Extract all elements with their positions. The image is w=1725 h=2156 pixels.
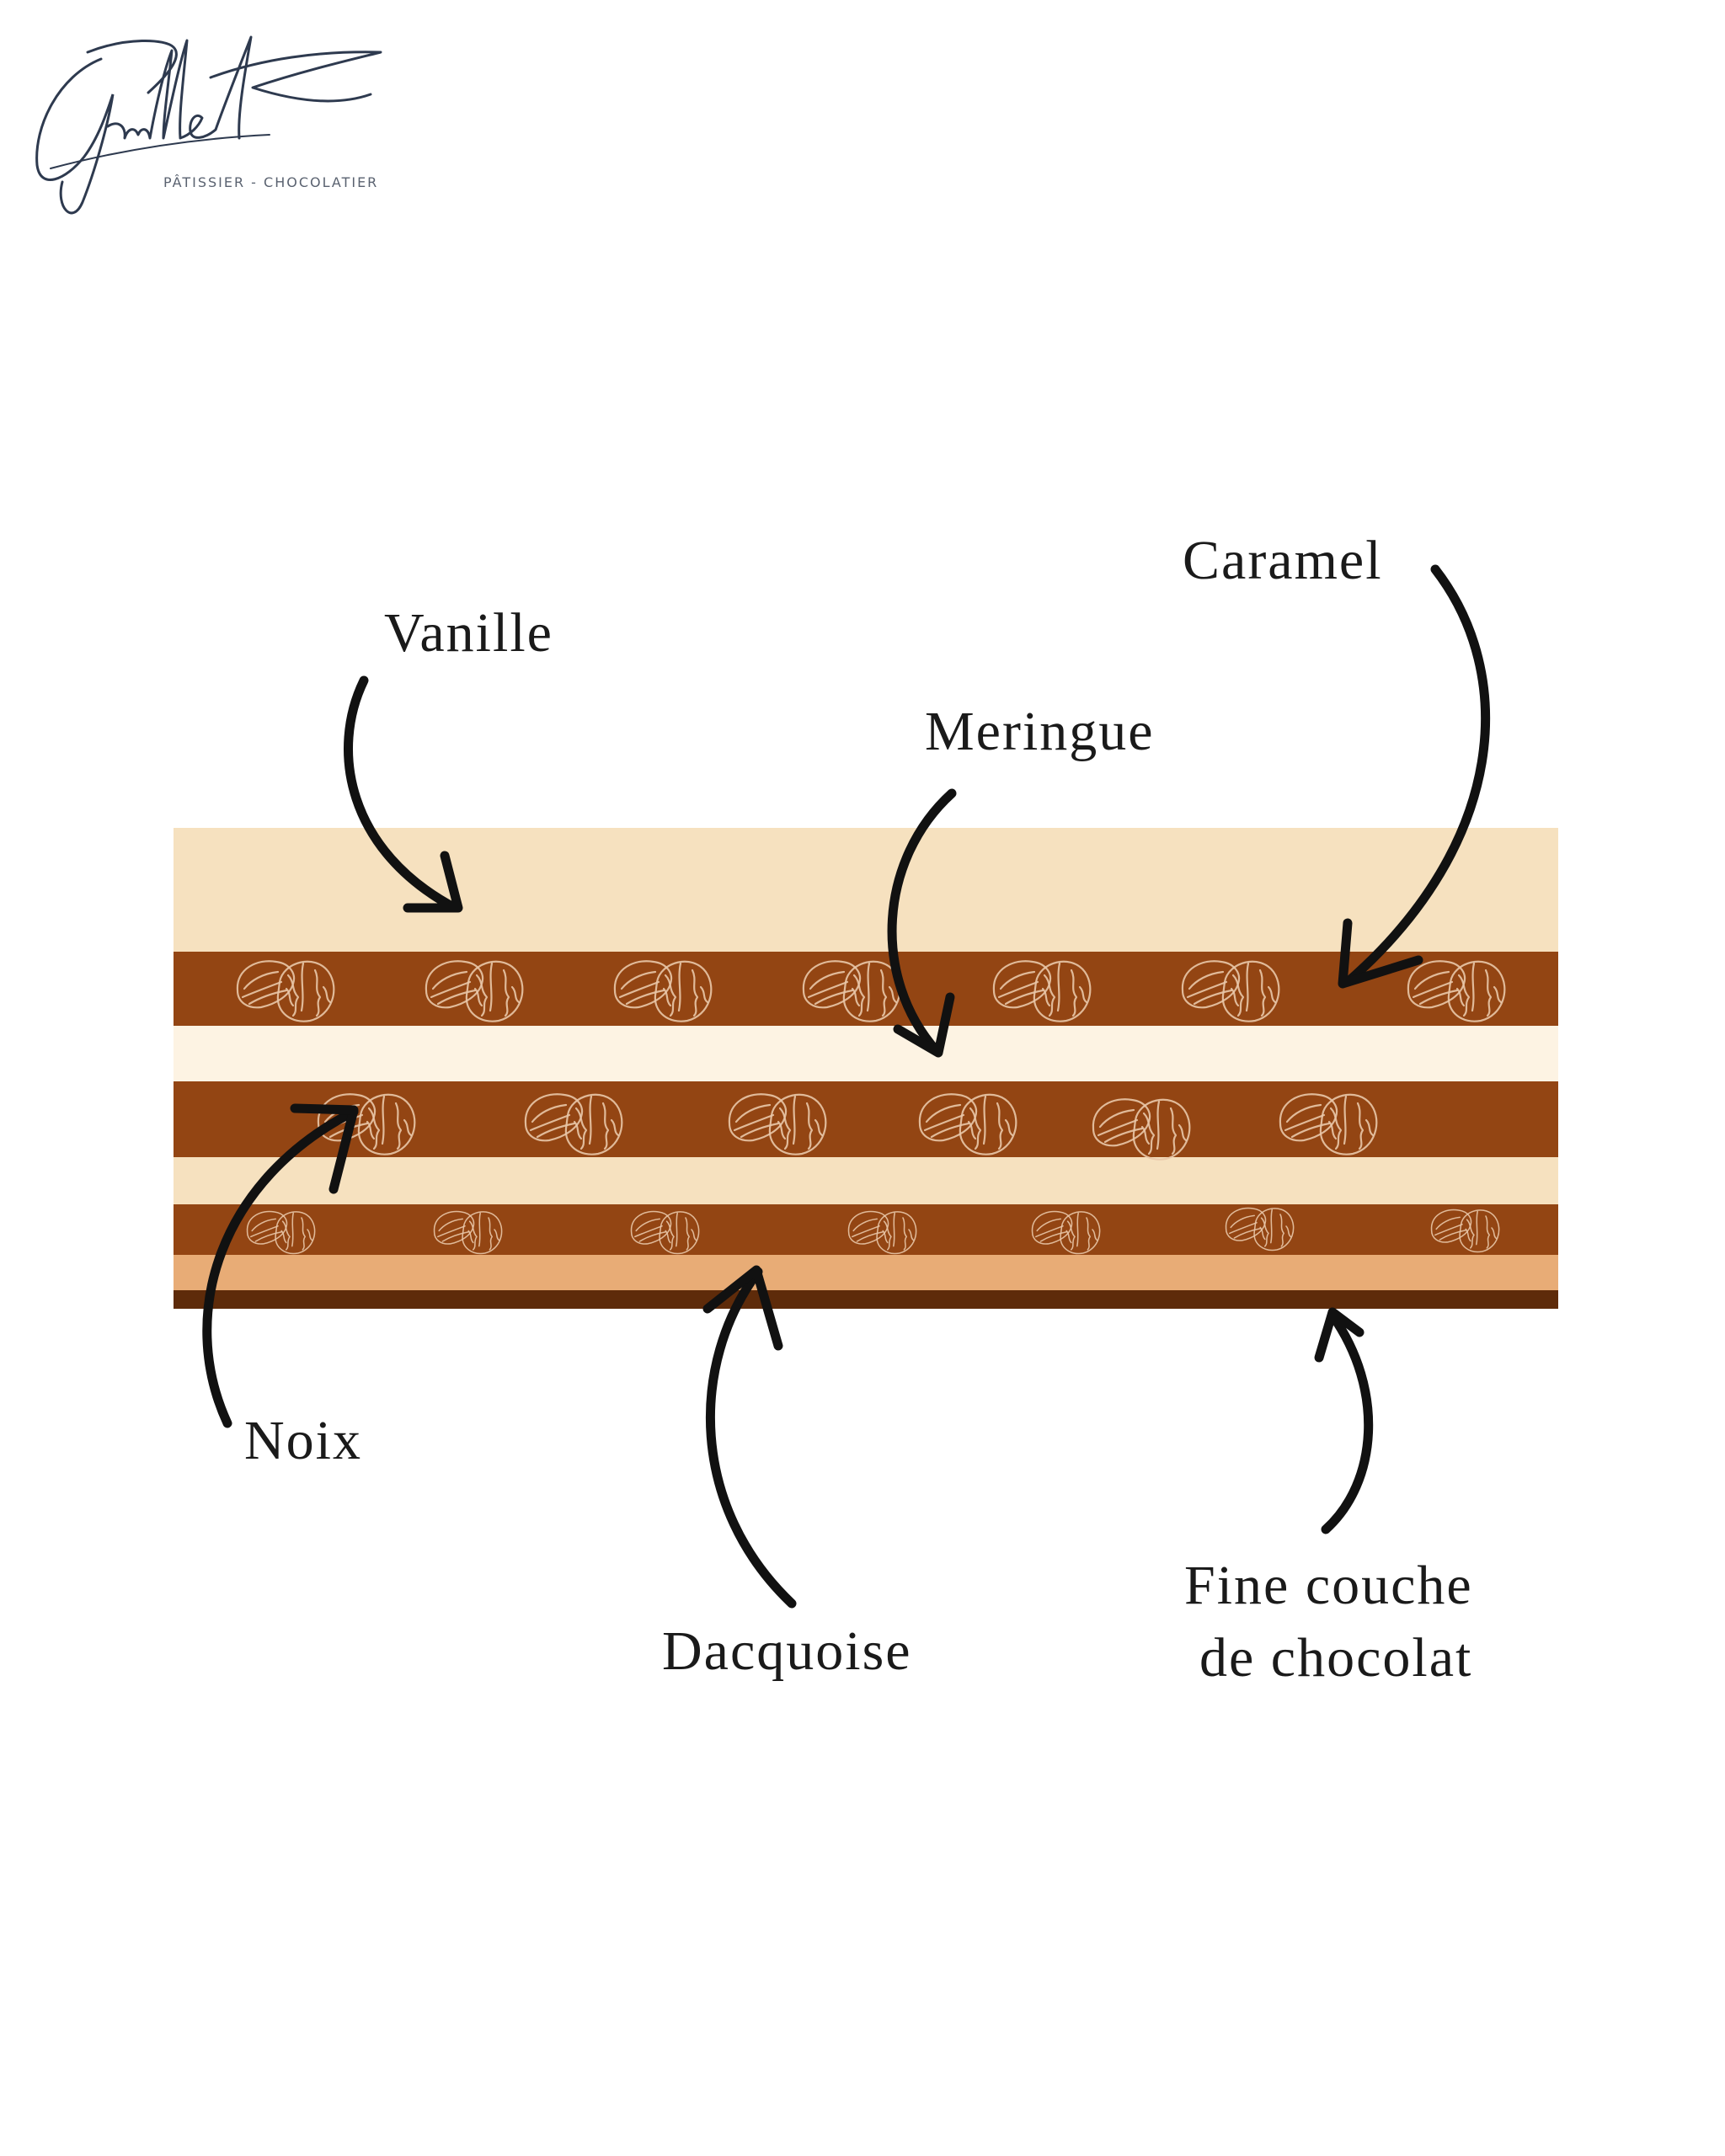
- vanille-arrow: [344, 675, 463, 913]
- meringue-arrow: [887, 788, 957, 1058]
- layer-chocolat: [174, 1290, 1558, 1309]
- cake-cross-section: [174, 828, 1558, 1309]
- logo-tagline: PÂTISSIER - CHOCOLATIER: [163, 174, 378, 190]
- caramel-arrow: [1338, 564, 1491, 989]
- noix-arrow: [202, 1103, 359, 1428]
- layer-meringue: [174, 1026, 1558, 1081]
- signature-logo: [35, 35, 382, 215]
- layer-vanille-top: [174, 828, 1558, 952]
- label-noix: Noix: [244, 1410, 362, 1471]
- label-chocolat-line2: de chocolat: [1199, 1627, 1472, 1689]
- label-vanille: Vanille: [384, 602, 553, 664]
- brand-logo: PÂTISSIER - CHOCOLATIER: [35, 35, 382, 215]
- layer-noix-1: [174, 952, 1558, 1026]
- chocolat-arrow: [1314, 1307, 1374, 1534]
- layer-dacquoise: [174, 1255, 1558, 1290]
- layer-noix-3: [174, 1204, 1558, 1255]
- label-chocolat-line1: Fine couche: [1184, 1555, 1473, 1616]
- layer-vanille-bottom: [174, 1157, 1558, 1204]
- label-caramel: Caramel: [1183, 530, 1383, 591]
- dacquoise-arrow: [702, 1265, 797, 1609]
- label-meringue: Meringue: [925, 701, 1155, 762]
- layer-noix-2: [174, 1081, 1558, 1157]
- label-dacquoise: Dacquoise: [662, 1620, 912, 1682]
